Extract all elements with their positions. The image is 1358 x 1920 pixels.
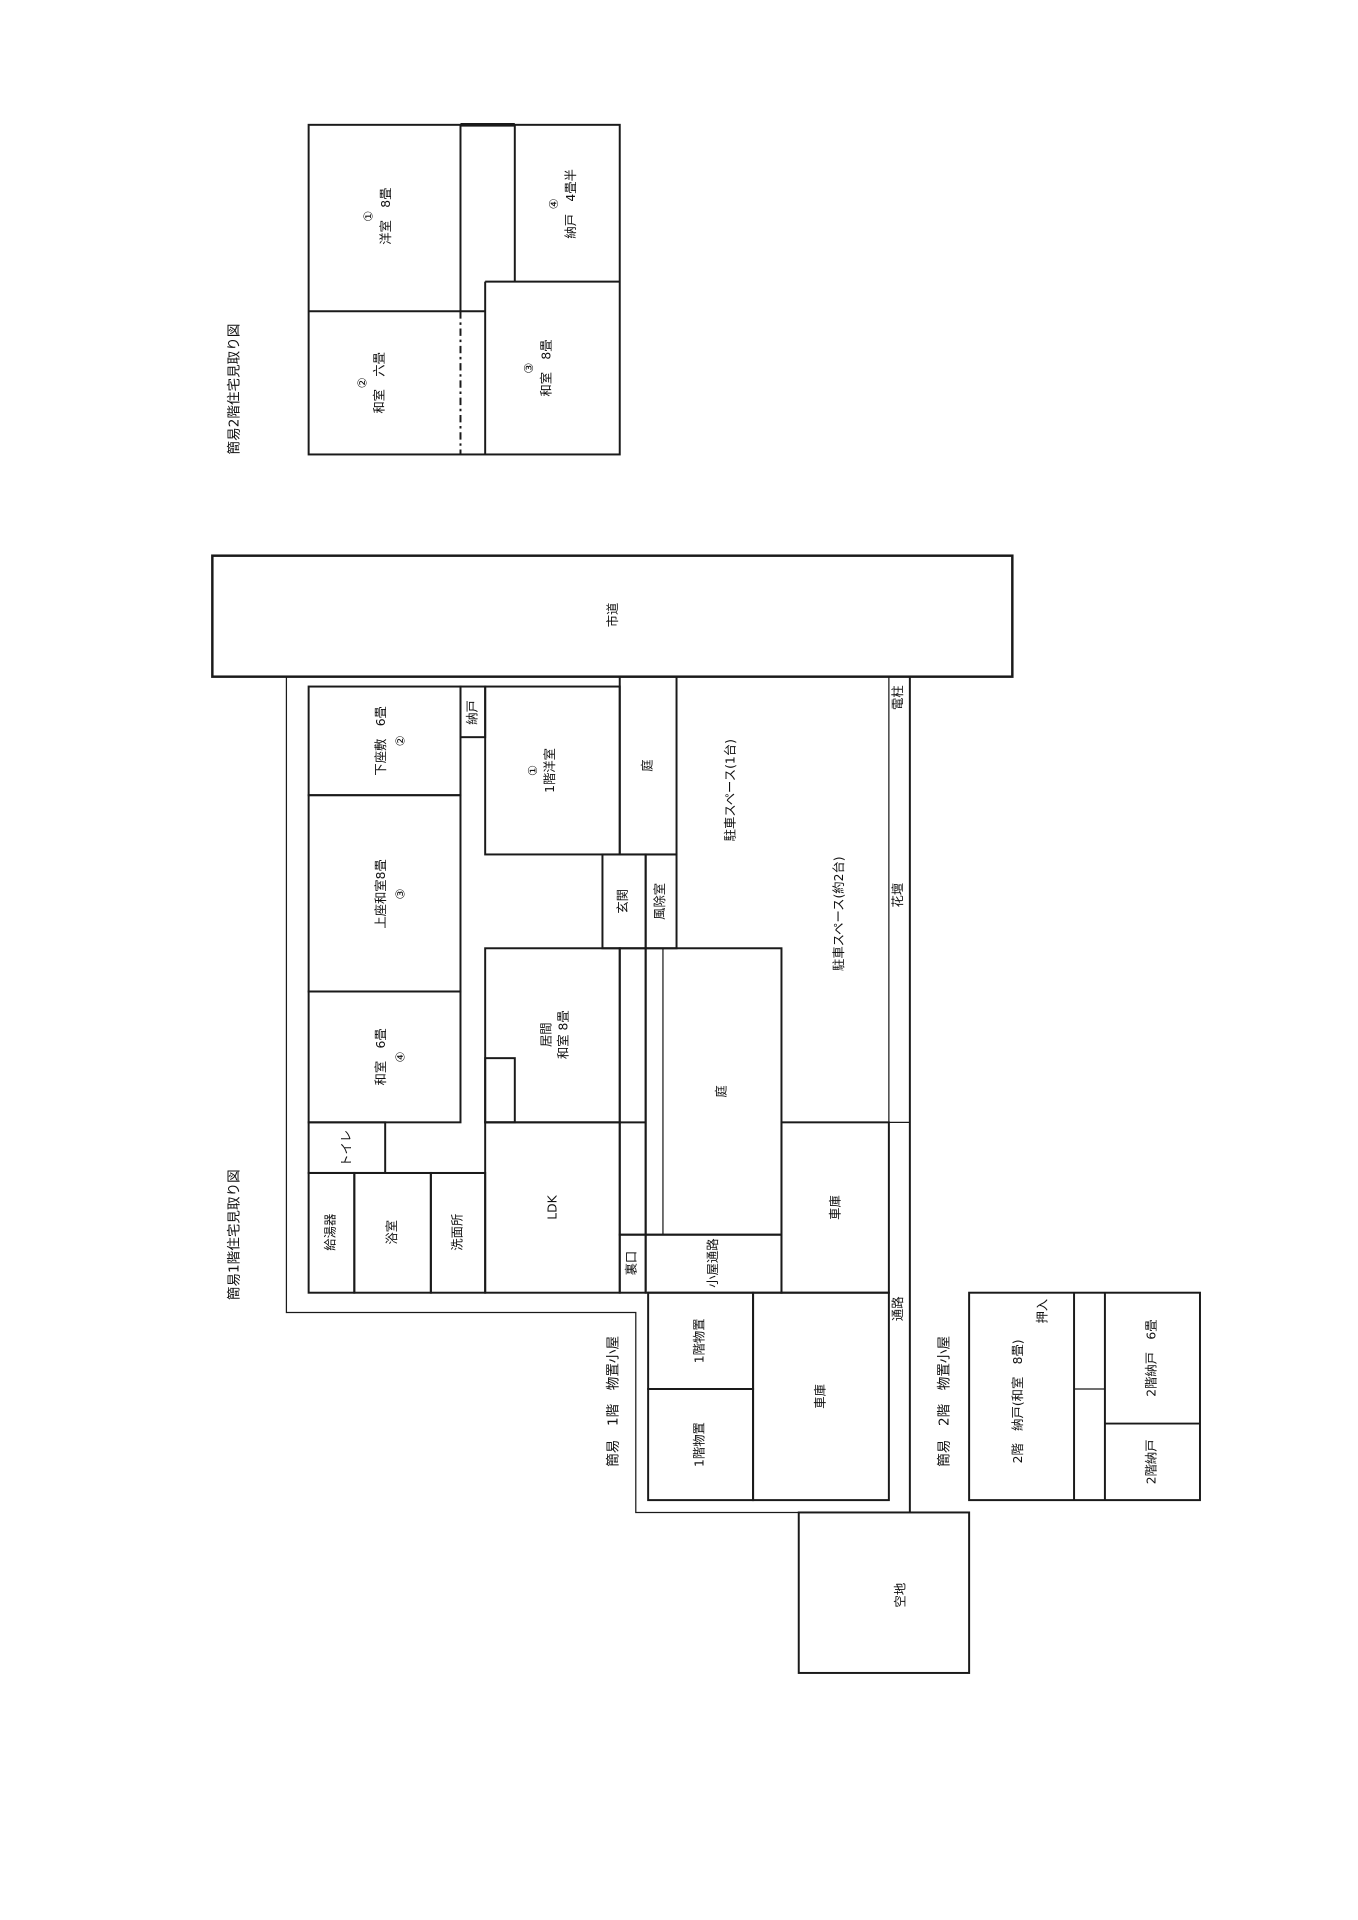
shed-first-floor: 1階物置 1階物置 車庫 簡易 1階 物置小屋 xyxy=(606,1291,890,1502)
svg-text:③: ③ xyxy=(394,888,408,899)
room-water-heater: 給湯器 xyxy=(323,1214,337,1251)
svg-text:下座敷 6畳: 下座敷 6畳 xyxy=(373,706,388,775)
room-toilet: トイレ xyxy=(339,1130,353,1167)
svg-text:④: ④ xyxy=(547,198,561,209)
svg-text:納戸 4畳半: 納戸 4畳半 xyxy=(564,169,578,238)
utility-pole-label: 電柱 xyxy=(890,685,905,710)
room-ldk: LDK xyxy=(546,1194,560,1219)
garden-main: 庭 xyxy=(714,1085,729,1097)
room-windbreak: 風除室 xyxy=(652,883,667,920)
floor1-title: 簡易1階住宅見取り図 xyxy=(227,1169,243,1300)
svg-text:上座和室8畳: 上座和室8畳 xyxy=(373,859,388,928)
shed1-storage-b: 1階物置 xyxy=(691,1422,706,1467)
svg-text:居間: 居間 xyxy=(539,1022,553,1047)
second-floor-plan: ① 洋室 8畳 ② 和室 六畳 ③ 和室 8畳 ④ 納戸 4畳半 簡易2階住宅見… xyxy=(227,122,621,456)
svg-text:①: ① xyxy=(526,765,540,776)
room-nando: 納戸 xyxy=(465,700,479,725)
svg-text:③: ③ xyxy=(522,363,536,374)
svg-text:和室 6畳: 和室 6畳 xyxy=(373,1028,388,1085)
shed-passage: 小屋通路 xyxy=(705,1238,720,1287)
shed-second-floor: 押入 2階 納戸(和室 8畳) 2階納戸 6畳 2階納戸 簡易 2階 物置小屋 xyxy=(936,1291,1201,1502)
room-living: 居間 和室 8畳 xyxy=(539,1010,570,1059)
garden-upper: 庭 xyxy=(640,759,655,771)
city-road: 市道 xyxy=(211,554,1014,678)
vacant-lot-label: 空地 xyxy=(894,1583,908,1608)
svg-text:1階洋室: 1階洋室 xyxy=(542,748,557,793)
room-japanese-8: ③ 和室 8畳 xyxy=(522,339,553,396)
room-washroom: 洗面所 xyxy=(451,1214,465,1251)
room-bath: 浴室 xyxy=(384,1220,399,1245)
room-washitsu-6: 和室 6畳 ④ xyxy=(373,1028,408,1085)
shed1-storage-a: 1階物置 xyxy=(691,1318,706,1363)
svg-text:和室 8畳: 和室 8畳 xyxy=(538,339,553,396)
shed2-storeroom-main: 2階 納戸(和室 8畳) xyxy=(1010,1339,1025,1463)
room-japanese-6: ② 和室 六畳 xyxy=(355,352,386,414)
room-genkan: 玄関 xyxy=(615,889,630,914)
first-floor-plan: 下座敷 6畳 ② 納戸 ① 1階洋室 庭 上座和室8畳 ③ 和室 6畳 ④ 玄関… xyxy=(227,675,890,1300)
shed1-title: 簡易 1階 物置小屋 xyxy=(606,1336,622,1467)
shed2-closet: 押入 xyxy=(1036,1299,1050,1324)
shed2-title: 簡易 2階 物置小屋 xyxy=(936,1336,952,1467)
room-shimozashiki: 下座敷 6畳 ② xyxy=(373,706,408,775)
svg-text:②: ② xyxy=(355,377,369,388)
room-1f-western: ① 1階洋室 xyxy=(526,748,557,793)
floor2-title: 簡易2階住宅見取り図 xyxy=(227,324,243,455)
shed2-storeroom: 2階納戸 xyxy=(1143,1439,1158,1484)
back-door: 裏口 xyxy=(624,1251,639,1276)
svg-text:②: ② xyxy=(394,735,408,746)
svg-text:①: ① xyxy=(362,211,376,222)
svg-text:和室 六畳: 和室 六畳 xyxy=(372,352,387,414)
room-kamizashiki: 上座和室8畳 ③ xyxy=(373,859,408,928)
passage-label: 通路 xyxy=(890,1296,905,1321)
parking-1-label: 駐車スペース(1台) xyxy=(722,739,737,841)
svg-text:洋室 8畳: 洋室 8畳 xyxy=(378,188,393,245)
parking-2-label: 駐車スペース(約2台) xyxy=(831,856,846,971)
room-western-8: ① 洋室 8畳 xyxy=(362,188,393,245)
garage-main: 車庫 xyxy=(828,1195,842,1220)
shed2-storeroom-6: 2階納戸 6畳 xyxy=(1143,1319,1158,1396)
svg-text:和室 8畳: 和室 8畳 xyxy=(556,1010,571,1059)
shed1-garage: 車庫 xyxy=(813,1384,827,1409)
svg-text:市道: 市道 xyxy=(605,603,620,628)
svg-text:④: ④ xyxy=(394,1051,408,1062)
flowerbed-label: 花壇 xyxy=(890,883,905,908)
room-storeroom-4half: ④ 納戸 4畳半 xyxy=(547,169,578,238)
